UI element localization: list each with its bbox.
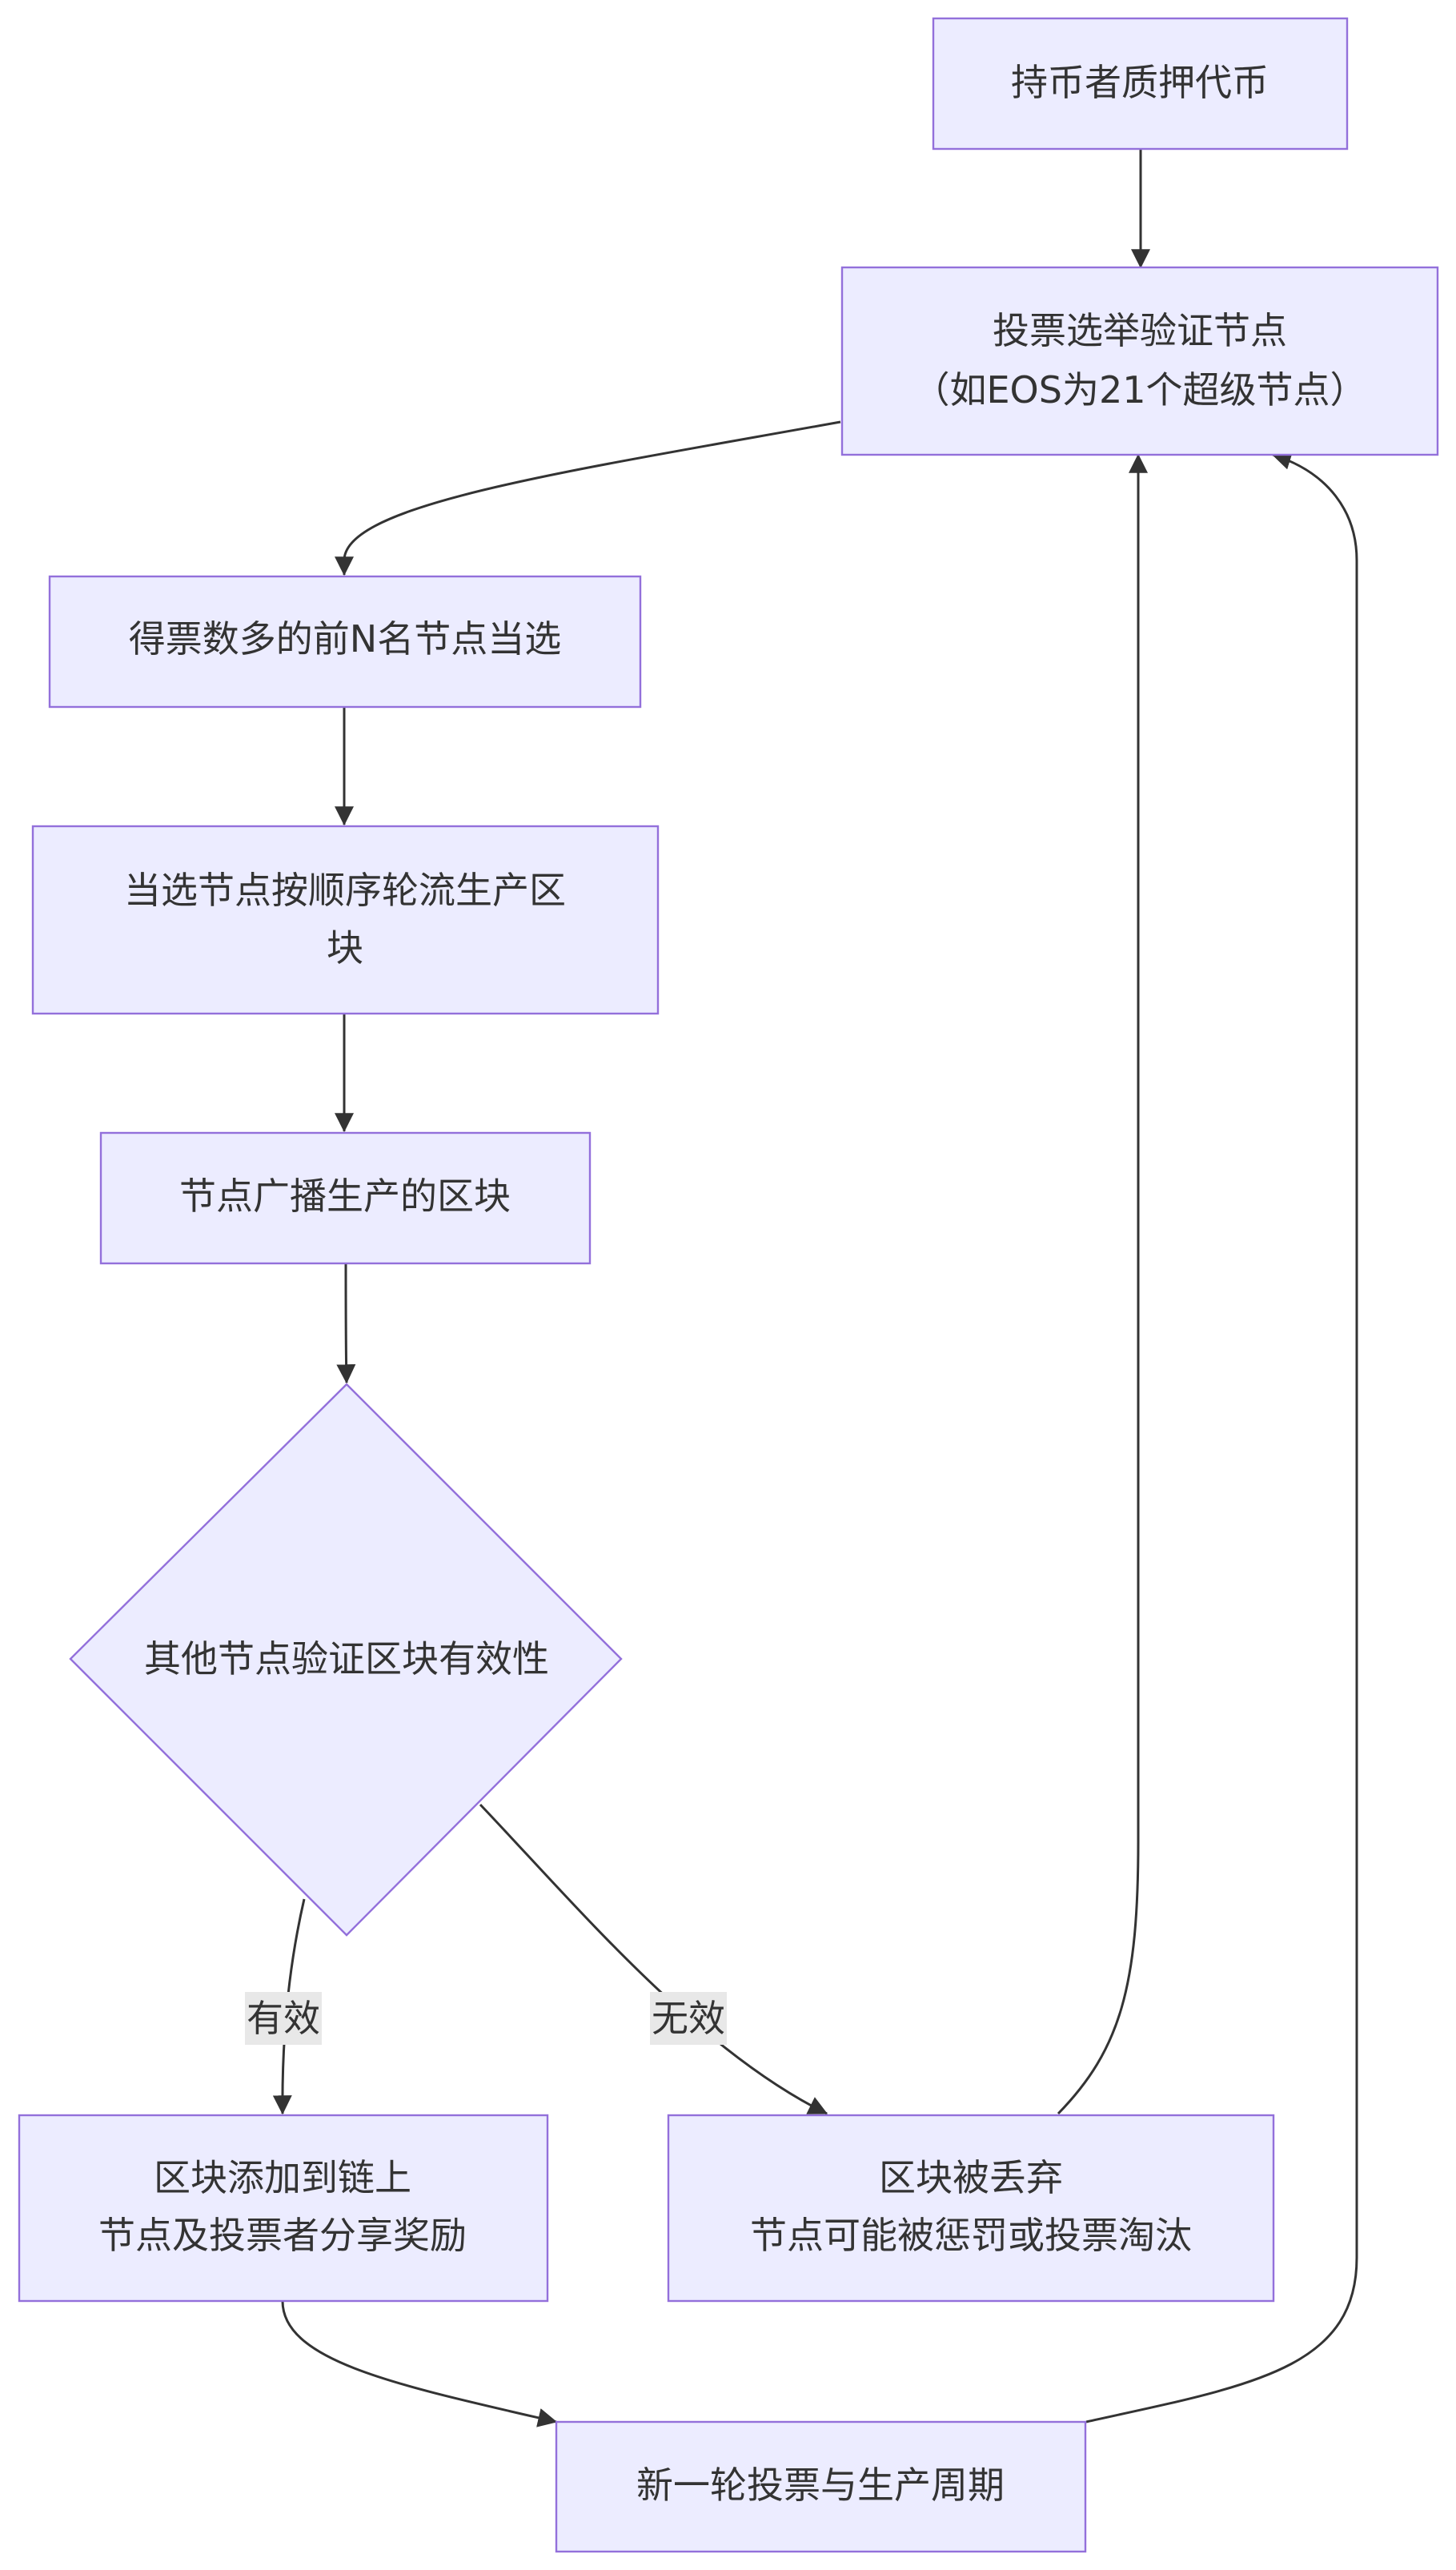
node-broadcast: 节点广播生产的区块: [99, 1131, 592, 1265]
node-stake: 持币者质押代币: [932, 17, 1349, 151]
node-new-round-label: 新一轮投票与生产周期: [636, 2464, 1005, 2507]
node-validate: 其他节点验证区块有效性: [69, 1383, 623, 1937]
node-vote-label-line1: 投票选举验证节点: [993, 309, 1287, 352]
node-added-label-line2: 节点及投票者分享奖励: [98, 2214, 467, 2257]
node-stake-label: 持币者质押代币: [1011, 61, 1269, 104]
node-added: 区块添加到链上 节点及投票者分享奖励: [18, 2114, 549, 2303]
edge-label-valid: 有效: [245, 1992, 322, 2045]
edge-broadcast-to-validate: [336, 1263, 356, 1384]
edge-new-round-to-vote: [1085, 451, 1358, 2423]
node-discarded: 区块被丢弃 节点可能被惩罚或投票淘汰: [667, 2114, 1275, 2303]
edge-label-invalid: 无效: [650, 1992, 727, 2045]
node-elected: 得票数多的前N名节点当选: [48, 575, 642, 709]
edge-label-invalid-text: 无效: [652, 1997, 725, 2040]
node-produce: 当选节点按顺序轮流生产区 块: [31, 825, 660, 1015]
node-discarded-label-line1: 区块被丢弃: [879, 2156, 1063, 2199]
node-new-round: 新一轮投票与生产周期: [555, 2420, 1087, 2553]
edge-label-valid-text: 有效: [247, 1997, 320, 2040]
node-broadcast-label: 节点广播生产的区块: [179, 1175, 511, 1218]
edge-vote-to-elected: [335, 420, 841, 576]
node-elected-label: 得票数多的前N名节点当选: [129, 617, 561, 661]
node-vote-label-line2: （如EOS为21个超级节点）: [913, 368, 1366, 412]
node-produce-label-line1: 当选节点按顺序轮流生产区: [124, 869, 566, 912]
node-added-label-line1: 区块添加到链上: [154, 2156, 411, 2199]
node-vote: 投票选举验证节点 （如EOS为21个超级节点）: [840, 266, 1439, 456]
node-discarded-label-line2: 节点可能被惩罚或投票淘汰: [750, 2214, 1192, 2257]
node-produce-label-line2: 块: [327, 926, 363, 970]
edge-added-to-new-round: [281, 2300, 558, 2427]
edge-validate-to-discarded: [479, 1803, 828, 2115]
edge-discarded-to-vote: [1057, 453, 1148, 2115]
node-validate-label: 其他节点验证区块有效性: [144, 1637, 549, 1681]
edges: [272, 149, 1358, 2427]
